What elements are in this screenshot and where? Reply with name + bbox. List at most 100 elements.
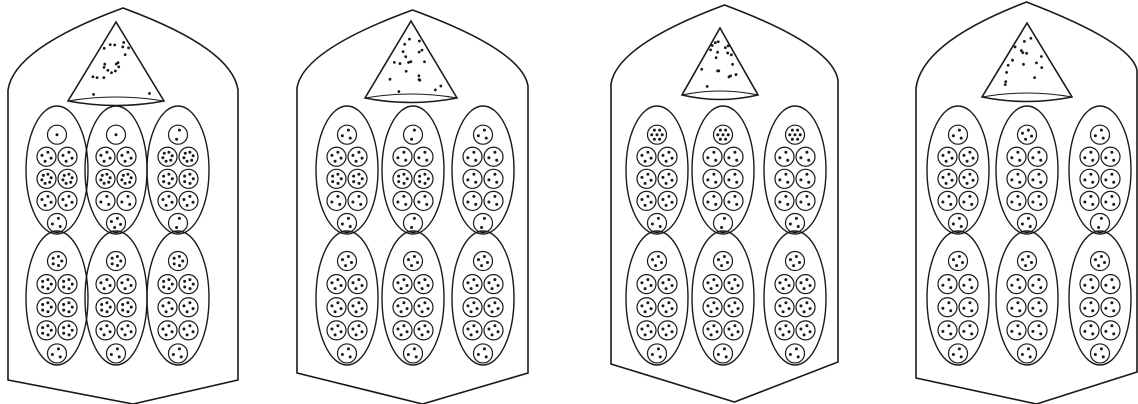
- cell-dot: [1091, 332, 1094, 335]
- cell-circle: [96, 191, 115, 210]
- cell-dot: [483, 255, 486, 258]
- cell-dot: [712, 173, 715, 176]
- cell-dot: [1110, 195, 1113, 198]
- cell-dot: [1110, 151, 1113, 154]
- cell-dot: [427, 284, 430, 287]
- cell-dot: [423, 278, 426, 281]
- cell-dot: [57, 255, 60, 258]
- cell-dot: [336, 173, 339, 176]
- cell-circle: [327, 147, 346, 166]
- cell-dot: [113, 226, 116, 229]
- cell-dot: [644, 160, 647, 163]
- cell-dot: [336, 195, 339, 198]
- cell-circle: [938, 169, 957, 188]
- cell-dot: [62, 332, 65, 335]
- cell-dot: [1031, 284, 1034, 287]
- cell-circle: [414, 169, 433, 188]
- cone-dot: [397, 90, 400, 93]
- cell-dot: [472, 173, 475, 176]
- cell-circle: [484, 147, 503, 166]
- cell-dot: [1016, 324, 1019, 327]
- cell-dot: [706, 156, 709, 159]
- cell-dot: [706, 281, 709, 284]
- cell-dot: [162, 285, 165, 288]
- lens-group: [452, 231, 514, 365]
- cell-dot: [1021, 258, 1024, 261]
- cell-circle: [959, 191, 978, 210]
- cell-dot: [65, 182, 68, 185]
- cone-dot: [408, 38, 411, 41]
- cell-circle: [1101, 169, 1120, 188]
- cell-dot: [184, 152, 187, 155]
- cell-circle: [96, 147, 115, 166]
- cell-dot: [1024, 138, 1027, 141]
- cell-circle: [938, 191, 957, 210]
- cell-circle: [1080, 321, 1099, 340]
- cell-dot: [1112, 159, 1115, 162]
- cell-dot: [1010, 200, 1013, 203]
- cone-dot: [439, 85, 442, 88]
- cell-dot: [425, 203, 428, 206]
- cell-dot: [192, 283, 195, 286]
- cell-dot: [1039, 332, 1042, 335]
- cell-dot: [162, 280, 165, 283]
- cell-dot: [1112, 309, 1115, 312]
- cell-dot: [952, 353, 955, 356]
- cell-dot: [425, 159, 428, 162]
- cell-dot: [421, 333, 424, 336]
- cell-circle: [348, 147, 367, 166]
- cell-circle: [169, 213, 188, 232]
- cell-circle: [37, 191, 56, 210]
- cell-dot: [1094, 134, 1097, 137]
- cell-dot: [803, 333, 806, 336]
- cell-circle: [474, 252, 493, 271]
- cell-dot: [71, 157, 74, 160]
- cell-dot: [423, 173, 426, 176]
- cell-dot: [99, 178, 102, 181]
- cell-dot: [665, 204, 668, 207]
- cell-dot: [716, 284, 719, 287]
- cone-dot: [418, 40, 421, 43]
- cone-dot: [1014, 46, 1017, 49]
- cell-dot: [192, 177, 195, 180]
- cell-dot: [361, 284, 364, 287]
- cell-circle: [1028, 275, 1047, 294]
- cell-dot: [646, 151, 649, 154]
- cell-dot: [57, 347, 60, 350]
- cell-circle: [724, 147, 743, 166]
- cell-dot: [357, 301, 360, 304]
- cell-dot: [167, 301, 170, 304]
- cell-dot: [1083, 156, 1086, 159]
- lens-group: [927, 231, 989, 365]
- cell-circle: [117, 321, 136, 340]
- cell-dot: [778, 156, 781, 159]
- cell-dot: [186, 310, 189, 313]
- cell-dot: [727, 281, 730, 284]
- cell-dot: [173, 257, 176, 260]
- cone-dot: [117, 61, 120, 64]
- cell-dot: [1037, 278, 1040, 281]
- cell-dot: [41, 280, 44, 283]
- cell-dot: [1021, 132, 1024, 135]
- cell-dot: [474, 203, 477, 206]
- cell-dot: [99, 154, 102, 157]
- cell-dot: [41, 332, 44, 335]
- cell-dot: [657, 217, 660, 220]
- cell-dot: [1100, 255, 1103, 258]
- cell-dot: [63, 174, 66, 177]
- cell-dot: [167, 195, 170, 198]
- cell-dot: [417, 156, 420, 159]
- cell-dot: [968, 324, 971, 327]
- cell-dot: [397, 175, 400, 178]
- cell-dot: [165, 204, 168, 207]
- cell-circle: [938, 321, 957, 340]
- cell-circle: [1018, 213, 1037, 232]
- cell-circle: [117, 275, 136, 294]
- cell-circle: [484, 169, 503, 188]
- cell-dot: [400, 310, 403, 313]
- cell-dot: [62, 303, 65, 306]
- cone-dot: [730, 53, 733, 56]
- cell-dot: [791, 129, 794, 132]
- cell-dot: [646, 324, 649, 327]
